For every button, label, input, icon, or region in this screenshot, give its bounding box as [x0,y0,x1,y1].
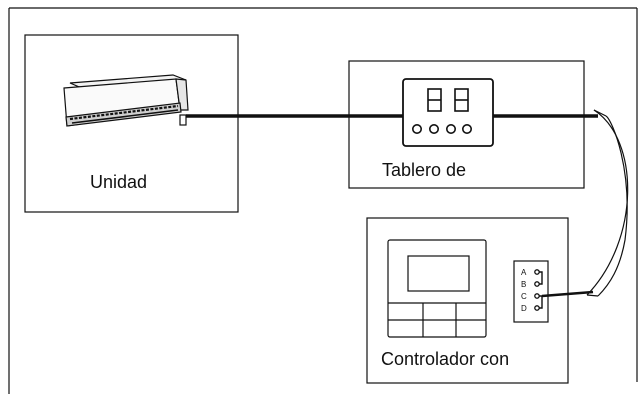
terminal-screw [534,269,540,275]
terminal-screw [534,305,540,311]
display-board-box: Tablero de [348,60,585,189]
air-conditioner-icon [63,74,189,127]
terminal-label-c: C [521,292,527,301]
outer-frame [8,7,638,394]
terminal-screw [534,293,540,299]
board-button [461,124,472,135]
controller-device [387,239,487,338]
controller-screen [407,255,470,292]
terminal-label-a: A [521,268,527,277]
cable-conduit-to-controller [541,290,594,298]
indoor-unit-box: Unidad [24,34,239,213]
board-button [411,124,422,135]
cable-conduit [586,109,629,297]
terminal-label-d: D [521,304,527,313]
board-buttons [411,124,472,135]
wired-controller-box: A B C D Controlador con [366,217,594,384]
board-button [428,124,439,135]
terminal-block: A B C D [513,260,549,323]
wired-controller-label: Controlador con [381,349,509,369]
display-panel [402,78,494,147]
seven-segment-display [427,88,469,112]
indoor-unit-label: Unidad [90,172,147,192]
board-button [445,124,456,135]
terminal-screw [534,281,540,287]
display-board-label: Tablero de [382,160,466,180]
terminal-label-b: B [521,280,526,289]
